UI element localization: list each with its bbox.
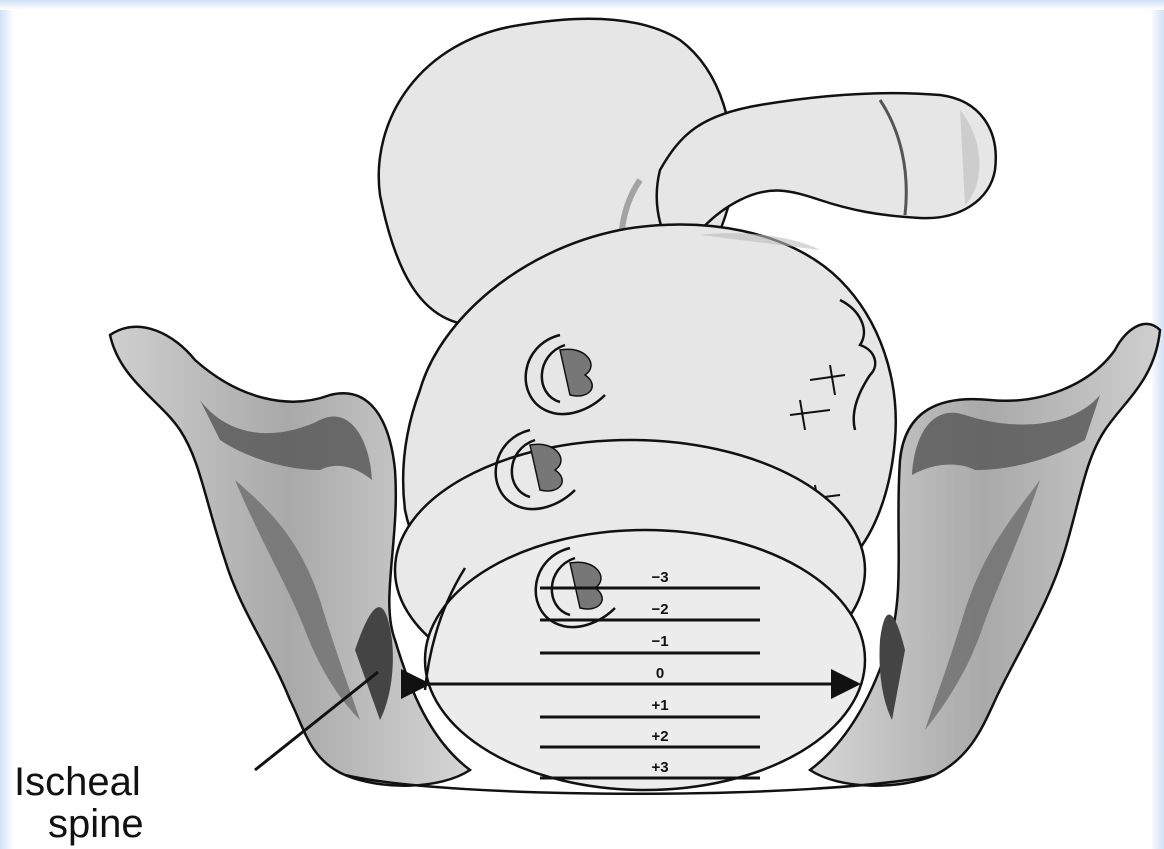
- station-label-plus1: +1: [651, 697, 668, 714]
- station-label-minus3: −3: [651, 569, 668, 586]
- station-label-plus3: +3: [651, 759, 668, 776]
- ischeal-spine-label-line1: Ischeal: [14, 760, 141, 804]
- station-label-minus1: −1: [651, 633, 668, 650]
- head-position-circle-3: [425, 530, 865, 790]
- ischeal-spine-label-line2: spine: [48, 802, 144, 846]
- station-label-minus2: −2: [651, 601, 668, 618]
- station-label-zero: 0: [656, 665, 664, 682]
- station-label-plus2: +2: [651, 728, 668, 745]
